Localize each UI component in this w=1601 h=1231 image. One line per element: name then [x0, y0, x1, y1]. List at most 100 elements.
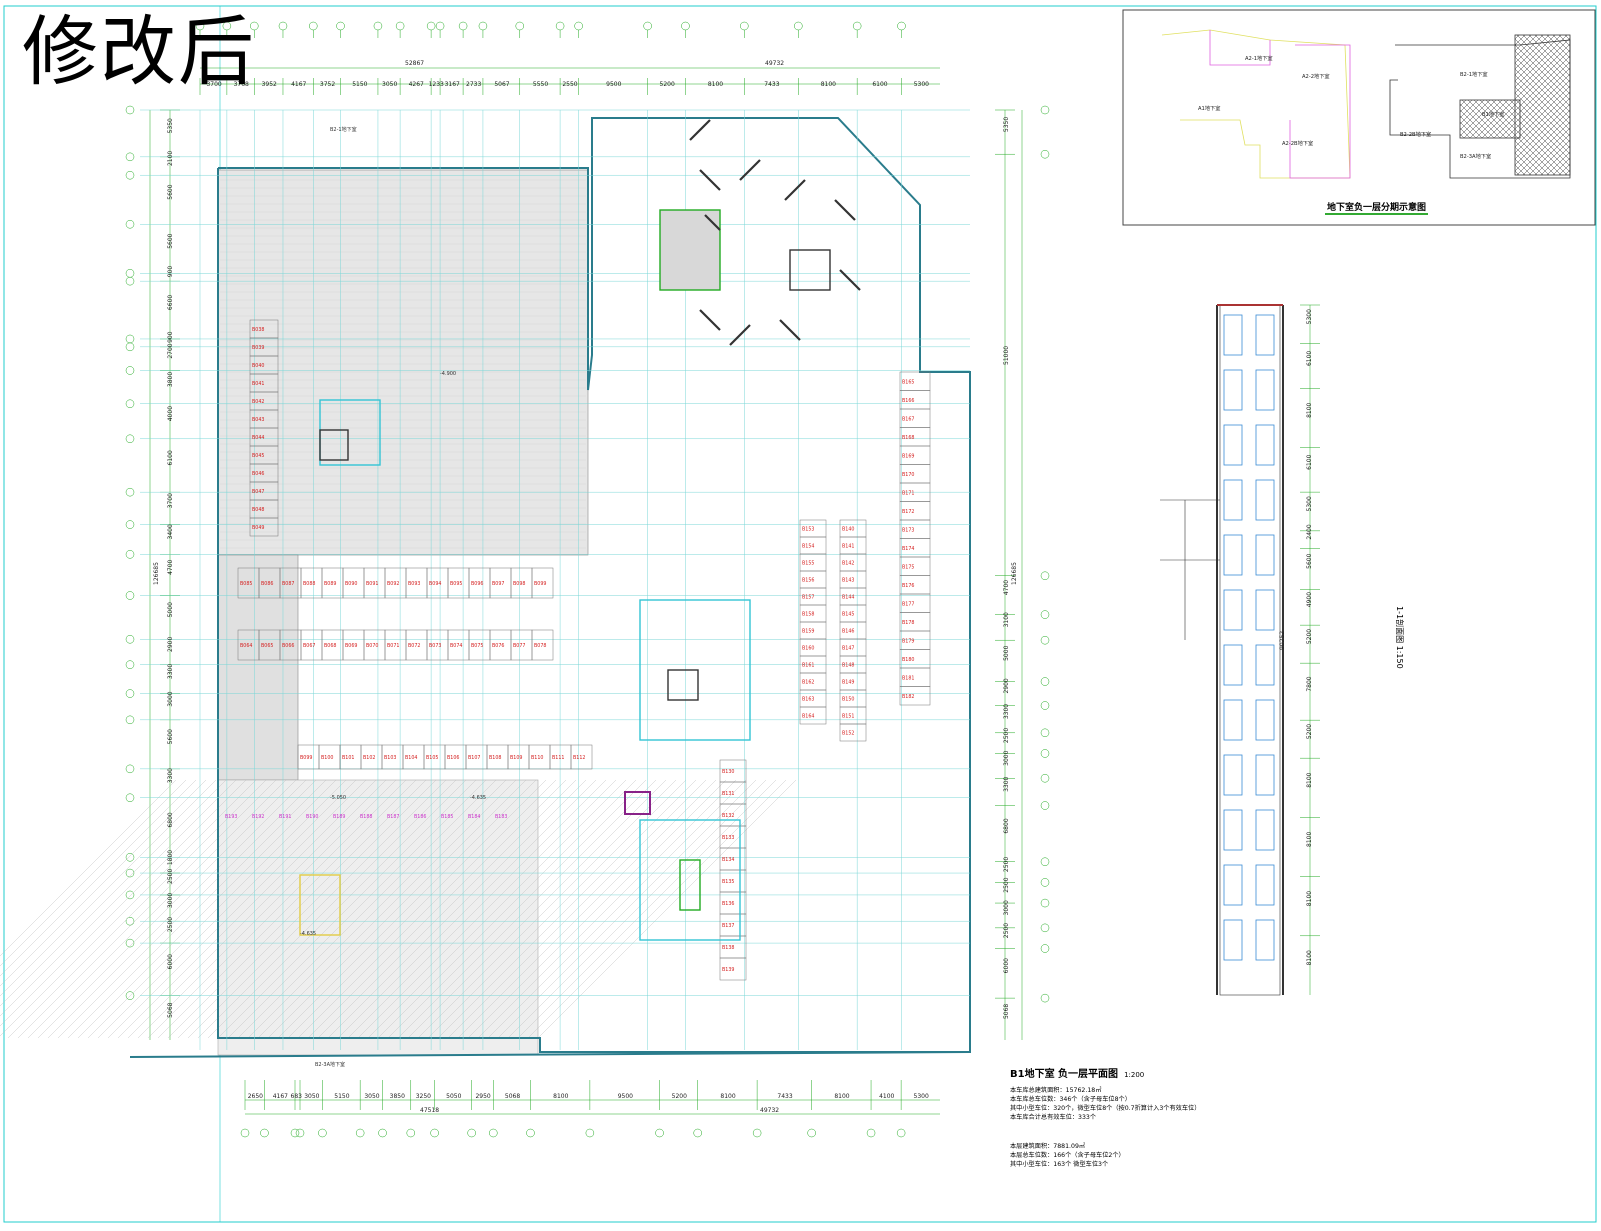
stall-label: B177 — [902, 601, 914, 607]
grid-bubble — [125, 170, 135, 180]
bottom-dim-text: 3050 — [304, 1093, 319, 1100]
hatch-line — [47, 779, 307, 1039]
top-dim-text: 3167 — [445, 81, 460, 88]
stall-label: B069 — [345, 643, 357, 649]
section-car — [1223, 699, 1243, 741]
grid-bubble — [897, 21, 906, 31]
bottom-dim-text: 683 — [291, 1093, 303, 1100]
stall-label: B088 — [303, 581, 315, 587]
parking-stall — [899, 686, 931, 706]
stall-label: B154 — [802, 544, 814, 550]
right-total-dim: 126685 — [1011, 562, 1018, 585]
hatch-line — [0, 779, 257, 1037]
grid-bubble — [318, 1128, 327, 1138]
grid-bubble — [125, 487, 135, 497]
stall-label: B165 — [902, 379, 914, 385]
stall-label: B086 — [261, 581, 273, 587]
stall-label: B155 — [802, 561, 814, 567]
section-car — [1223, 644, 1243, 686]
hatch-line — [177, 779, 437, 1039]
hatch-line — [467, 779, 727, 1039]
hatch-line — [157, 779, 417, 1039]
section-car — [1223, 424, 1243, 466]
grid-bubble — [1040, 635, 1050, 645]
stat-line: 本层总车位数：166个（含子母车位2个） — [1010, 1152, 1125, 1159]
parking-stalls — [237, 319, 931, 981]
right-dim-text: 6000 — [1003, 958, 1010, 973]
inset-b2-2b: B2-2B地下室 — [1400, 130, 1431, 138]
grid-bubble — [378, 1128, 387, 1138]
left-dim-text: 2900 — [167, 637, 174, 652]
section-car — [1255, 589, 1275, 631]
right-dim-text: 5000 — [1003, 645, 1010, 660]
grid-bubble — [125, 550, 135, 559]
hatch-line — [0, 779, 177, 957]
hatch-line — [0, 779, 247, 1027]
hatch-line — [447, 779, 707, 1039]
inset-b2-1: B2-1地下室 — [1460, 70, 1488, 78]
section-car — [1223, 479, 1243, 521]
hatch-line — [147, 779, 407, 1039]
hatch-line — [0, 779, 207, 987]
hatch-line — [277, 779, 537, 1039]
grid-bubble — [1040, 610, 1050, 619]
grid-bubble — [430, 1128, 439, 1138]
grid-bubble — [752, 1128, 762, 1138]
grid-bubble — [693, 1128, 702, 1138]
top-dim-text: 2550 — [562, 81, 577, 88]
stall-label: B102 — [363, 755, 375, 761]
stall-label: B108 — [489, 755, 501, 761]
section-car — [1223, 754, 1243, 796]
left-dim-text: 3300 — [167, 768, 174, 783]
stall-label: B156 — [802, 578, 814, 584]
grid-bubble — [373, 21, 383, 31]
stall-label: B147 — [842, 646, 854, 652]
top-dim-text: 5300 — [914, 81, 929, 88]
grid-bubble — [125, 853, 135, 862]
top-dim-text: 5550 — [533, 81, 548, 88]
wall-segment — [779, 319, 801, 341]
section-dim-text: 5200 — [1306, 724, 1313, 739]
stall-label: B157 — [802, 595, 814, 601]
section-car — [1255, 644, 1275, 686]
top-dim-text: 8100 — [821, 81, 836, 88]
stall-label: B091 — [366, 581, 378, 587]
stat-line: 其中小型车位：320个，微型车位8个（按0.7折算计入3个有效车位） — [1010, 1105, 1201, 1112]
left-dim-text: 2100 — [167, 151, 174, 166]
right-dim-text: 3000 — [1003, 750, 1010, 765]
stall-label: B187 — [387, 814, 399, 820]
grid-bubble — [125, 890, 135, 900]
hatch-line — [397, 779, 657, 1039]
stall-label: B148 — [842, 663, 854, 669]
section-car — [1223, 314, 1243, 356]
grid-bubble — [1040, 878, 1050, 887]
bottom-dim-text: 2650 — [248, 1093, 263, 1100]
hatch-line — [37, 779, 297, 1039]
stall-label: B145 — [842, 612, 854, 618]
grid-bubble — [125, 991, 135, 1000]
grid-bubble — [852, 21, 862, 31]
bottom-dim-text: 3250 — [416, 1093, 431, 1100]
stall-label: B072 — [408, 643, 420, 649]
top-dim-text: 7433 — [764, 81, 779, 88]
grid-bubble — [478, 21, 488, 31]
wall-segment — [739, 159, 761, 181]
stall-label: B067 — [303, 643, 315, 649]
stall-label: B167 — [902, 416, 914, 422]
grid-bubble — [794, 21, 803, 31]
grid-bubble — [1040, 801, 1050, 810]
top-dim-text: 5150 — [352, 81, 367, 88]
hatch-line — [0, 779, 227, 1007]
right-dim-text: 3000 — [1003, 900, 1010, 915]
left-dim-text: 4700 — [167, 559, 174, 574]
left-dim-text: 6100 — [167, 450, 174, 465]
grid-bubble — [278, 21, 288, 31]
bottom-left-dim: 47518 — [420, 1107, 439, 1114]
stall-label: B189 — [333, 814, 345, 820]
left-total-dim: 126685 — [153, 562, 160, 585]
hatch-line — [357, 779, 617, 1039]
stall-label: B049 — [252, 525, 264, 531]
stall-label: B042 — [252, 399, 264, 405]
grid-bubble — [125, 764, 135, 774]
